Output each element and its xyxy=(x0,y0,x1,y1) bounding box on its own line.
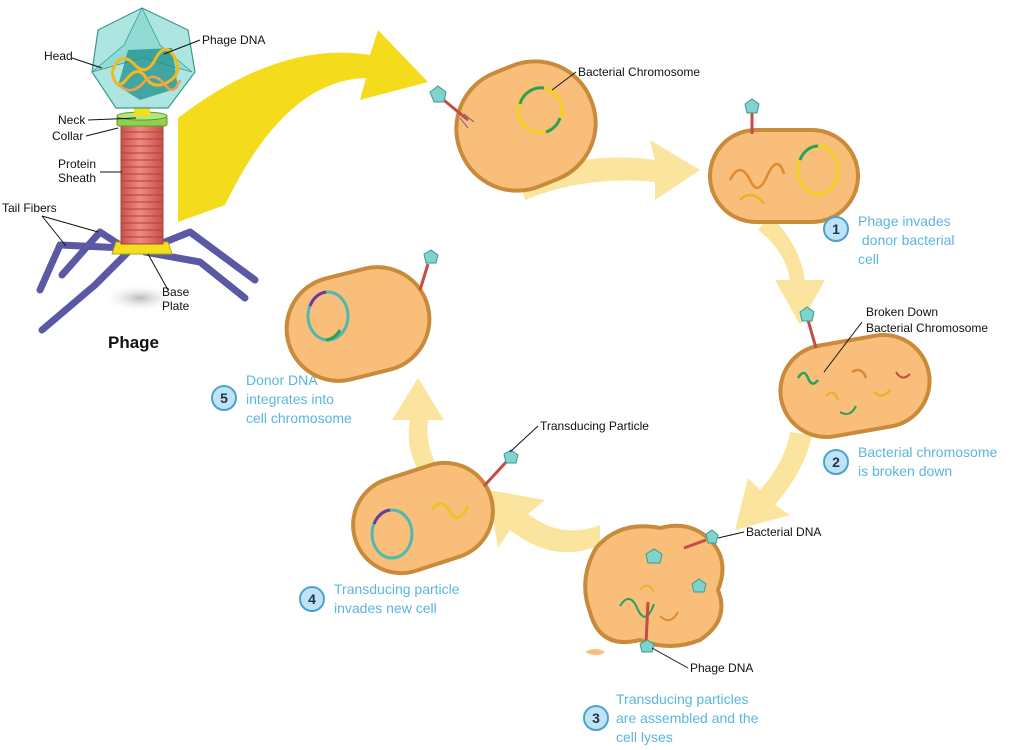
step-5-line3: cell chromosome xyxy=(246,410,352,426)
cycle-arrow-4 xyxy=(488,490,600,553)
step-2: 2 Bacterial chromosome is broken down xyxy=(823,444,997,479)
cycle-arrow-1 xyxy=(520,140,700,200)
phage-anatomy: Head Phage DNA Neck Collar Protein Sheat… xyxy=(2,7,265,352)
label-phage-dna: Phage DNA xyxy=(202,33,265,47)
step-4-line1: Transducing particle xyxy=(334,581,460,597)
svg-text:3: 3 xyxy=(592,710,600,726)
step-3-line3: cell lyses xyxy=(616,729,673,745)
phage-mini-b xyxy=(744,98,760,134)
phage-head-core xyxy=(118,48,178,100)
svg-text:1: 1 xyxy=(832,221,840,237)
step-3-line2: are assembled and the xyxy=(616,710,759,726)
label-protein: Protein xyxy=(58,157,96,171)
phage-shadow xyxy=(102,284,178,312)
phage-dna-coil xyxy=(110,48,180,87)
label-tail-fibers: Tail Fibers xyxy=(2,201,57,215)
step-3-line1: Transducing particles xyxy=(616,691,749,707)
cell-step-5 xyxy=(284,249,439,383)
callout-broken-line1: Broken Down xyxy=(866,305,938,319)
phage-mini-e xyxy=(482,449,519,488)
svg-text:5: 5 xyxy=(220,390,228,406)
cell-step-1 xyxy=(708,98,860,224)
label-neck: Neck xyxy=(58,113,86,127)
cell-initial xyxy=(429,59,598,193)
step-1-line2: donor bacterial xyxy=(858,232,955,248)
callout-transducing-particle: Transducing Particle xyxy=(540,419,649,433)
callout-phage-dna: Phage DNA xyxy=(690,661,753,675)
sheath-rings xyxy=(121,131,163,238)
phage-title: Phage xyxy=(108,333,159,352)
cell-step-4 xyxy=(351,449,519,576)
step-4-line2: invades new cell xyxy=(334,600,437,616)
step-2-line1: Bacterial chromosome xyxy=(858,444,997,460)
cycle-arrow-3 xyxy=(735,432,812,530)
label-head: Head xyxy=(44,49,73,63)
step-3: 3 Transducing particles are assembled an… xyxy=(583,691,759,745)
cell-step-3 xyxy=(583,523,725,655)
label-plate: Plate xyxy=(162,299,190,313)
step-5-line1: Donor DNA xyxy=(246,372,318,388)
label-base: Base xyxy=(162,285,190,299)
callout-bacterial-dna: Bacterial DNA xyxy=(746,525,821,539)
label-collar: Collar xyxy=(52,129,83,143)
step-5-line2: integrates into xyxy=(246,391,334,407)
big-yellow-arrow xyxy=(178,30,428,222)
label-sheath: Sheath xyxy=(58,171,96,185)
step-4: 4 Transducing particle invades new cell xyxy=(299,581,460,616)
phage-mini-d xyxy=(639,529,719,653)
svg-text:2: 2 xyxy=(832,454,840,470)
phage-mini-a xyxy=(429,85,475,129)
protein-sheath xyxy=(120,125,164,245)
cycle-arrows xyxy=(392,140,825,553)
step-1: 1 Phage invades donor bacterial cell xyxy=(823,213,955,267)
step-2-line2: is broken down xyxy=(858,463,952,479)
phage-mini-c xyxy=(799,306,818,349)
phage-mini-f xyxy=(418,249,439,291)
cycle-arrow-2 xyxy=(758,215,825,325)
step-1-line1: Phage invades xyxy=(858,213,951,229)
step-1-line3: cell xyxy=(858,251,879,267)
step-5: 5 Donor DNA integrates into cell chromos… xyxy=(211,372,352,426)
cell-step-2 xyxy=(778,306,932,440)
neck xyxy=(134,106,150,116)
callout-bacterial-chromosome: Bacterial Chromosome xyxy=(578,65,700,79)
cycle-arrow-5 xyxy=(392,378,444,470)
phage-dna-coil-2 xyxy=(119,75,182,92)
svg-text:4: 4 xyxy=(308,591,316,607)
callout-broken-line2: Bacterial Chromosome xyxy=(866,321,988,335)
